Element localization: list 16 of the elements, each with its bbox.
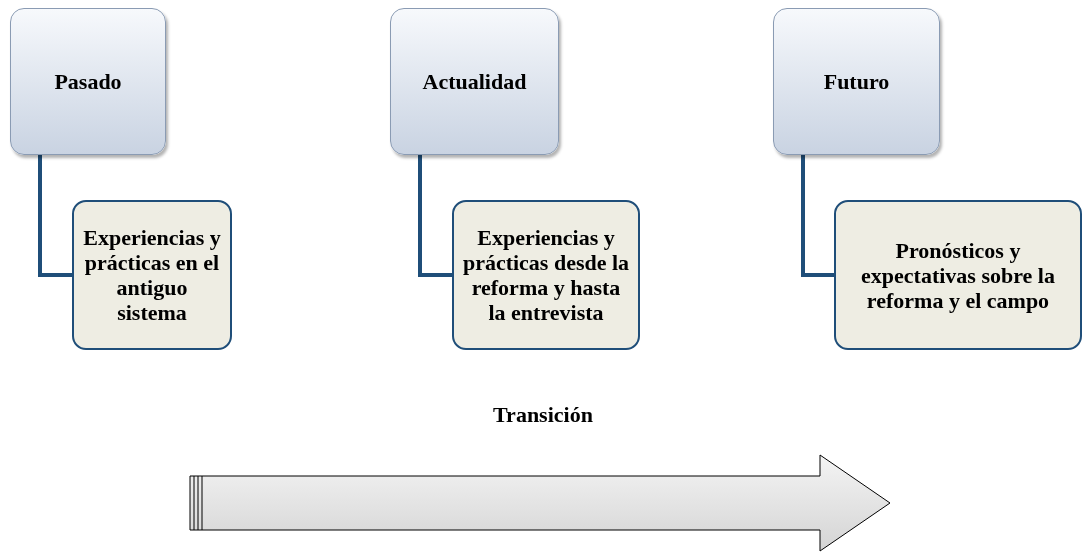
description-text: Experiencias y prácticas desde la reforma y hasta la entrevista [462,225,630,325]
connector-line [38,155,72,277]
stage-title: Actualidad [422,68,527,96]
stage-box [10,8,166,155]
description-box [452,200,640,350]
stage-box [773,8,940,155]
connector-line [418,155,452,277]
stage-title: Futuro [823,68,890,96]
description-box [72,200,232,350]
connector-line [801,155,834,277]
transition-label: Transición [492,401,594,429]
description-text: Experiencias y prácticas en el antiguo sistema [82,225,222,325]
stage-box [390,8,559,155]
description-text: Pronósticos y expectativas sobre la reforma y el campo [860,237,1056,313]
stage-title: Pasado [54,68,122,96]
description-box [834,200,1082,350]
